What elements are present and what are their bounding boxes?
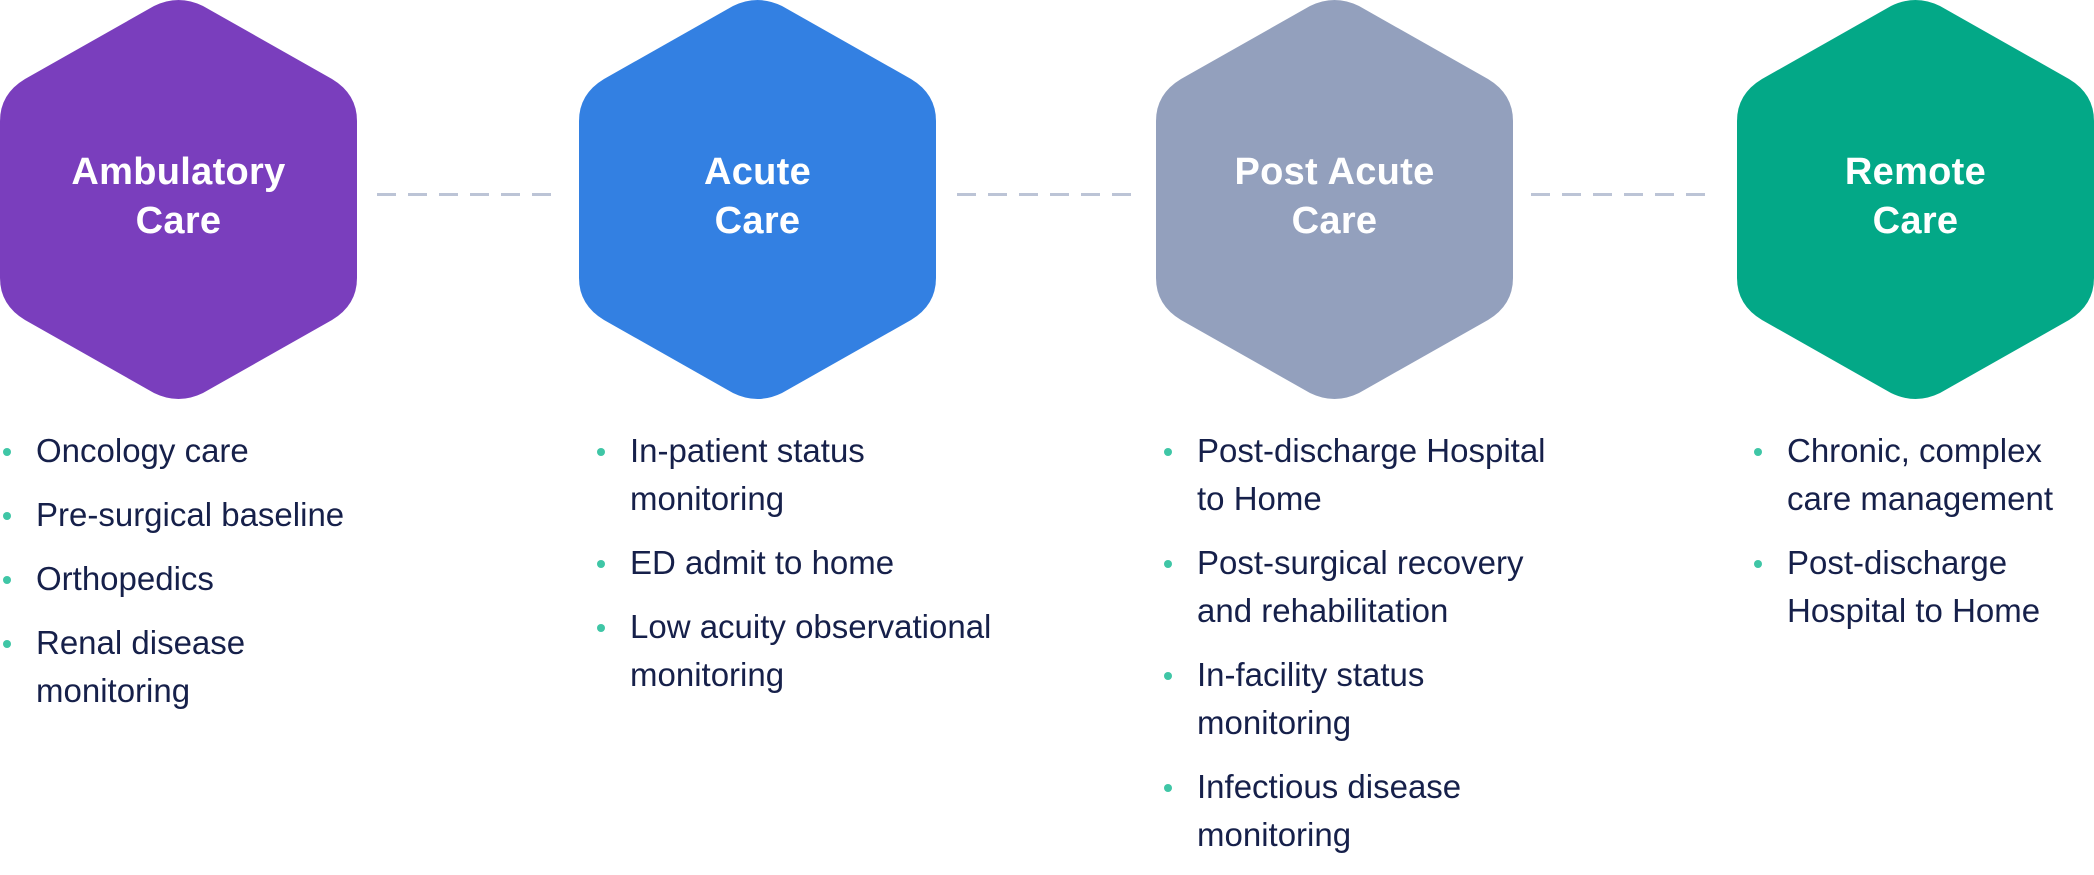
bullet-dot-icon [3, 512, 11, 520]
list-item-text: Low acuity observational [630, 608, 992, 645]
list-item-text: Oncology care [36, 432, 249, 469]
list-item: Low acuity observational monitoring [594, 603, 1054, 699]
bullet-dot-icon [1164, 560, 1172, 568]
bullet-dot-icon [1754, 560, 1762, 568]
post-acute-care-hexagon: Post Acute Care [1156, 0, 1513, 399]
list-item-text: In-patient status [630, 432, 865, 469]
stage-title-line: Care [1872, 200, 1959, 242]
bullet-dot-icon [3, 640, 11, 648]
hexagon-shape [1737, 0, 2094, 399]
stage-title-line: Ambulatory [71, 151, 286, 193]
list-item-text: monitoring [630, 656, 785, 693]
ambulatory-care-list: Oncology care Pre-surgical baseline Orth… [0, 427, 390, 731]
acute-care-list: In-patient status monitoring ED admit to … [594, 427, 1054, 715]
list-item: Post-discharge Hospital to Home [1161, 427, 1621, 523]
list-item: In-patient status monitoring [594, 427, 1054, 523]
bullet-dot-icon [3, 448, 11, 456]
list-item: Post-surgical recovery and rehabilitation [1161, 539, 1621, 635]
remote-care-title: Remote Care [1737, 148, 2094, 246]
stage-title-line: Remote [1844, 151, 1987, 193]
list-item-text: monitoring [1197, 704, 1352, 741]
post-acute-care-title: Post Acute Care [1156, 148, 1513, 246]
stage-title-line: Care [135, 200, 222, 242]
list-item: Orthopedics [0, 555, 390, 603]
list-item-text: monitoring [1197, 816, 1352, 853]
hexagon-shape [1156, 0, 1513, 399]
bullet-dot-icon [1754, 448, 1762, 456]
bullet-dot-icon [1164, 448, 1172, 456]
list-item: Renal disease monitoring [0, 619, 390, 715]
post-acute-care-list: Post-discharge Hospital to Home Post-surg… [1161, 427, 1621, 875]
list-item-text: Post-discharge Hospital [1197, 432, 1546, 469]
list-item: Pre-surgical baseline [0, 491, 390, 539]
list-item-text: Chronic, complex [1787, 432, 2042, 469]
list-item-text: Renal disease [36, 624, 246, 661]
stage-title-line: Care [1291, 200, 1378, 242]
list-item-text: and rehabilitation [1197, 592, 1449, 629]
list-item-text: Orthopedics [36, 560, 214, 597]
remote-care-hexagon: Remote Care [1737, 0, 2094, 399]
list-item: Infectious disease monitoring [1161, 763, 1621, 859]
bullet-dot-icon [597, 448, 605, 456]
remote-care-list: Chronic, complex care management Post-dis… [1751, 427, 2094, 651]
hexagon-shape [0, 0, 357, 399]
stage-title-line: Acute [703, 151, 812, 193]
list-item-text: Pre-surgical baseline [36, 496, 345, 533]
list-item-text: Post-surgical recovery [1197, 544, 1524, 581]
list-item-text: care management [1787, 480, 2053, 517]
list-item-text: In-facility status [1197, 656, 1425, 693]
hexagon-shape [579, 0, 936, 399]
bullet-dot-icon [597, 624, 605, 632]
care-continuum-diagram: Ambulatory Care Acute Care Post Acute Ca… [0, 0, 2094, 853]
acute-care-title: Acute Care [579, 148, 936, 246]
bullet-dot-icon [597, 560, 605, 568]
list-item: In-facility status monitoring [1161, 651, 1621, 747]
list-item-text: Hospital to Home [1787, 592, 2041, 629]
stage-title-line: Care [714, 200, 801, 242]
list-item: Oncology care [0, 427, 390, 475]
list-item: ED admit to home [594, 539, 1054, 587]
bullet-dot-icon [1164, 784, 1172, 792]
list-item-text: monitoring [36, 672, 191, 709]
bullet-dot-icon [1164, 672, 1172, 680]
list-item-text: monitoring [630, 480, 785, 517]
list-item-text: Infectious disease [1197, 768, 1462, 805]
ambulatory-care-title: Ambulatory Care [0, 148, 357, 246]
bullet-dot-icon [3, 576, 11, 584]
list-item-text: ED admit to home [630, 544, 895, 581]
list-item-text: Post-discharge [1787, 544, 2008, 581]
dashed-connector [957, 193, 1137, 196]
list-item-text: to Home [1197, 480, 1322, 517]
acute-care-hexagon: Acute Care [579, 0, 936, 399]
ambulatory-care-hexagon: Ambulatory Care [0, 0, 357, 399]
stage-title-line: Post Acute [1234, 151, 1435, 193]
dashed-connector [377, 193, 557, 196]
list-item: Chronic, complex care management [1751, 427, 2094, 523]
dashed-connector [1531, 193, 1711, 196]
